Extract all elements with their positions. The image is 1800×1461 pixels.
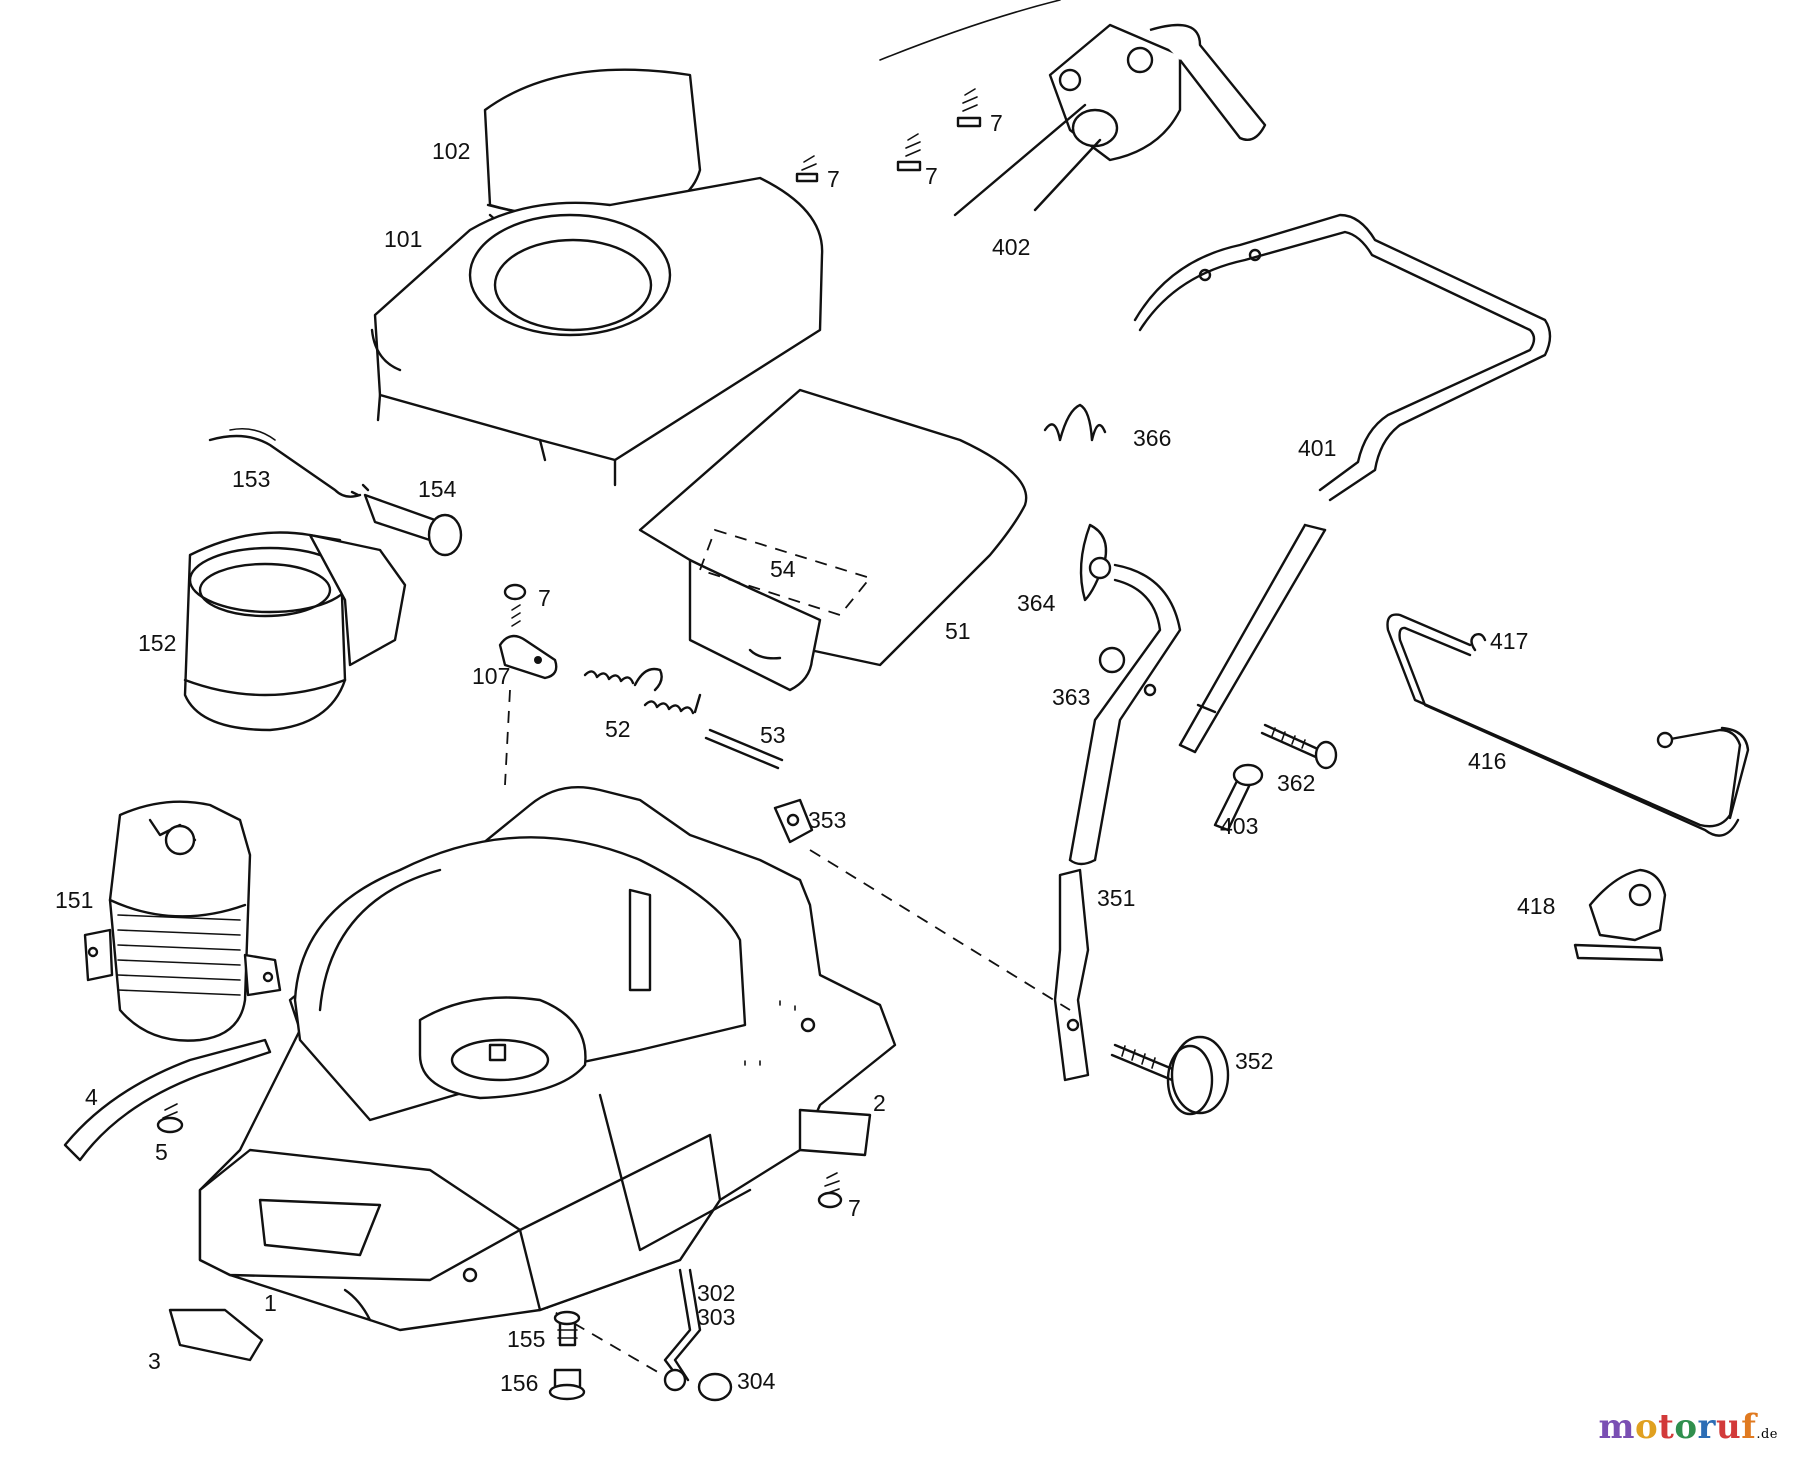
bracket-418	[1573, 868, 1667, 962]
label-53: 53	[760, 722, 786, 748]
screw-155	[553, 1310, 581, 1347]
label-101: 101	[384, 226, 423, 252]
label-4: 4	[85, 1084, 98, 1110]
cap-304	[697, 1372, 733, 1402]
screw-7c	[795, 155, 819, 183]
label-152: 152	[138, 630, 177, 656]
label-366: 366	[1133, 425, 1172, 451]
label-403: 403	[1220, 813, 1259, 839]
deck-1	[198, 786, 897, 1332]
label-302: 302	[697, 1280, 736, 1306]
strip-4	[63, 1038, 272, 1162]
label-151: 151	[55, 887, 94, 913]
label-417: 417	[1490, 628, 1529, 654]
clip-417b	[1656, 731, 1674, 749]
watermark-letter: u	[1715, 1407, 1742, 1447]
label-7c: 7	[827, 166, 840, 192]
label-7b: 7	[925, 163, 938, 189]
label-416: 416	[1468, 748, 1507, 774]
label-154: 154	[418, 476, 457, 502]
switch-box-402	[953, 23, 1267, 217]
label-107: 107	[472, 663, 511, 689]
motor-151	[83, 800, 282, 1042]
label-52: 52	[605, 716, 631, 742]
label-1: 1	[264, 1290, 277, 1316]
label-418: 418	[1517, 893, 1556, 919]
label-156: 156	[500, 1370, 539, 1396]
lower-bar-351	[1053, 563, 1182, 1082]
cable-153	[208, 427, 362, 498]
deflector-51	[638, 388, 1028, 692]
knob-352	[1110, 1035, 1230, 1116]
assembly-line-b	[809, 849, 1071, 1011]
label-5: 5	[155, 1139, 168, 1165]
screw-5	[156, 1103, 184, 1134]
watermark-suffix: .de	[1756, 1427, 1778, 1442]
label-2: 2	[873, 1090, 886, 1116]
label-351: 351	[1097, 885, 1136, 911]
plate-2	[798, 1108, 872, 1157]
watermark-letter: o	[1674, 1407, 1698, 1447]
pin-53	[704, 728, 784, 770]
label-54: 54	[770, 556, 796, 582]
bracket-107	[498, 634, 558, 680]
label-363: 363	[1052, 684, 1091, 710]
label-7a: 7	[990, 110, 1003, 136]
label-402: 402	[992, 234, 1031, 260]
label-304: 304	[737, 1368, 776, 1394]
bolt-403	[1213, 763, 1264, 832]
label-7e: 7	[848, 1195, 861, 1221]
watermark-letter: m	[1598, 1407, 1635, 1447]
watermark-letter: o	[1634, 1407, 1659, 1447]
cover-101	[370, 176, 824, 487]
handle-401	[1133, 213, 1552, 502]
label-51: 51	[945, 618, 971, 644]
screw-7d	[503, 583, 527, 627]
nut-353	[773, 798, 814, 844]
label-401: 401	[1298, 435, 1337, 461]
label-303: 303	[697, 1304, 736, 1330]
clip-366	[1043, 403, 1107, 442]
assembly-line-a	[504, 689, 511, 786]
bushing-156	[548, 1368, 586, 1401]
watermark-letter: f	[1741, 1407, 1757, 1447]
label-155: 155	[507, 1326, 546, 1352]
watermark-letter: t	[1658, 1407, 1675, 1447]
capacitor-154	[350, 483, 463, 557]
wing-nut-364	[1079, 523, 1112, 602]
label-102: 102	[432, 138, 471, 164]
label-153: 153	[232, 466, 271, 492]
watermark-letter: r	[1697, 1407, 1716, 1447]
bail-416	[1386, 613, 1750, 837]
handle-tube	[1178, 523, 1327, 754]
clip-417	[1470, 632, 1487, 652]
rod-302-303	[663, 1268, 702, 1392]
housing-152	[183, 531, 407, 732]
screw-7e	[817, 1172, 843, 1209]
screw-7b	[896, 133, 922, 172]
bolt-362	[1260, 723, 1338, 770]
screw-7a	[956, 88, 982, 128]
label-362: 362	[1277, 770, 1316, 796]
label-352: 352	[1235, 1048, 1274, 1074]
label-353: 353	[808, 807, 847, 833]
label-7d: 7	[538, 585, 551, 611]
label-364: 364	[1017, 590, 1056, 616]
springs-52	[583, 667, 702, 715]
washer-363	[1098, 646, 1126, 674]
motoruf-watermark: motoruf.de	[1598, 1407, 1778, 1447]
label-3: 3	[148, 1348, 161, 1374]
arc-outline	[879, 0, 1061, 61]
plate-3	[168, 1308, 264, 1362]
